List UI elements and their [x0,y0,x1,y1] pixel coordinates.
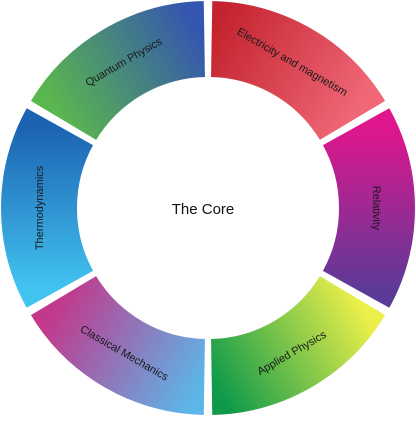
center-label: The Core [172,201,235,218]
segment-label-relativity: Relativity [370,186,382,231]
segment-label-thermodynamics: Thermodynamics [34,165,46,250]
center-hole [78,78,338,338]
